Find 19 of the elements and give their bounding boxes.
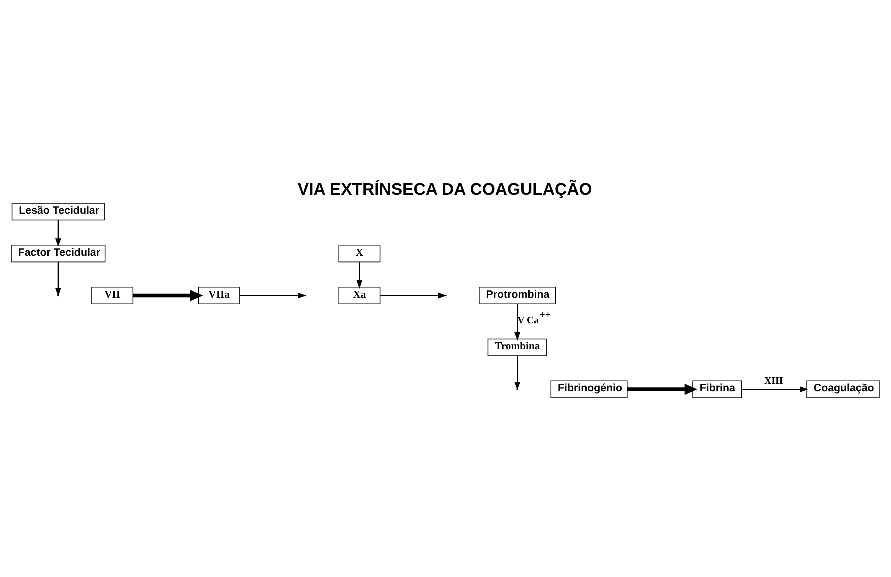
- node-box: VII: [92, 286, 134, 305]
- node-box: Factor Tecidular: [11, 245, 106, 263]
- node-box: Fibrina: [692, 380, 742, 398]
- node-box: X: [338, 245, 381, 263]
- node-box: Protrombina: [479, 286, 556, 305]
- arrow: [514, 304, 521, 341]
- edge-label: XIII: [764, 376, 784, 387]
- node-box: Coagulação: [806, 380, 880, 398]
- arrow: [356, 262, 363, 289]
- node-box: Trombina: [488, 338, 548, 356]
- node-box: Lesão Tecidular: [12, 203, 105, 221]
- arrow: [55, 220, 62, 247]
- node-box: VIIa: [198, 286, 240, 305]
- node-box: Xa: [338, 286, 381, 305]
- arrow: [742, 386, 809, 392]
- diagram-title: VIA EXTRÍNSECA DA COAGULAÇÃO: [298, 180, 592, 199]
- node-box: Fibrinogénio: [550, 380, 628, 398]
- arrow: [133, 290, 204, 302]
- arrow: [628, 384, 698, 396]
